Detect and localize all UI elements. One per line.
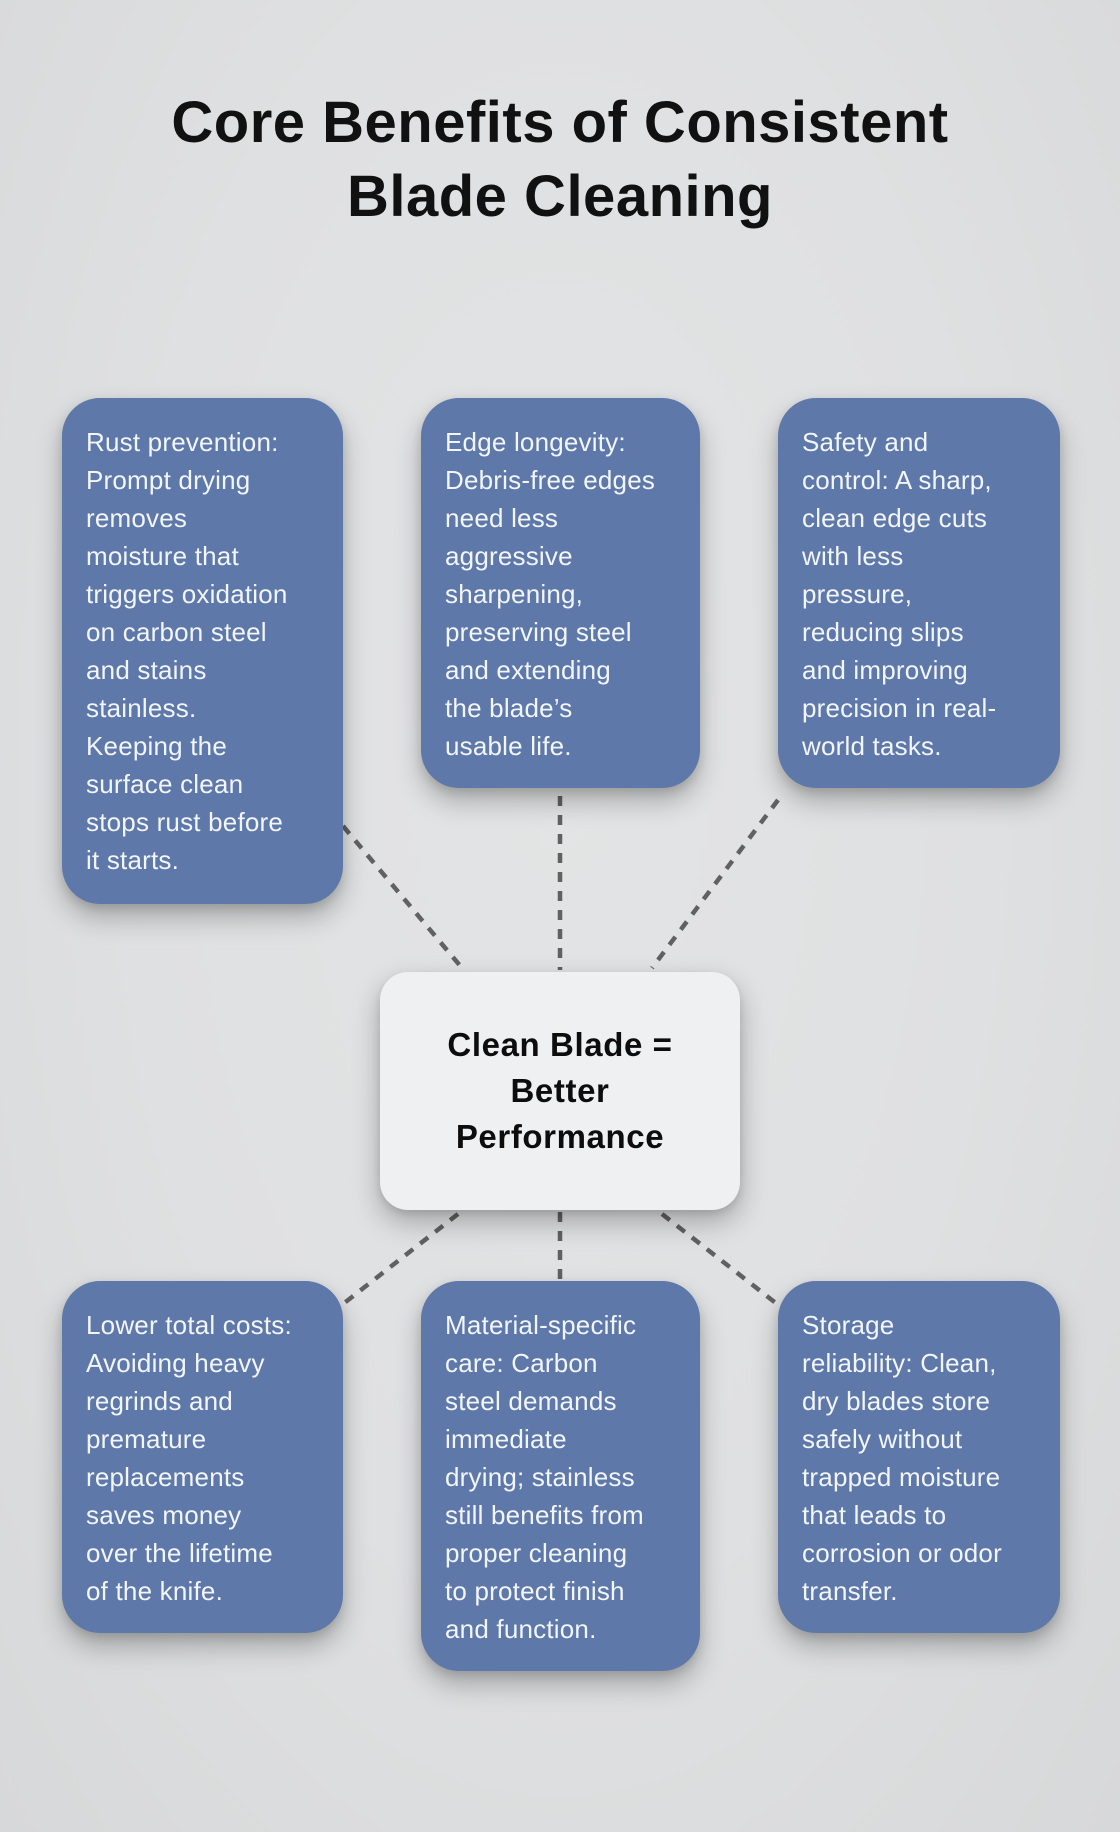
benefit-card-edge-longevity: Edge longevity: Debris-free edges need l…	[421, 398, 700, 788]
connector-top-left	[341, 824, 464, 970]
benefit-text-edge-longevity: Edge longevity: Debris-free edges need l…	[445, 427, 656, 761]
benefit-card-storage-reliability: Storage reliability: Clean, dry blades s…	[778, 1281, 1060, 1633]
benefit-card-lower-total-costs: Lower total costs: Avoiding heavy regrin…	[62, 1281, 343, 1633]
benefit-text-rust-prevention: Rust prevention: Prompt drying removes m…	[86, 427, 288, 875]
page-title: Core Benefits of Consistent Blade Cleani…	[171, 90, 949, 229]
benefit-card-safety-and-control: Safety and control: A sharp, clean edge …	[778, 398, 1060, 788]
benefit-text-lower-total-costs: Lower total costs: Avoiding heavy regrin…	[86, 1310, 292, 1606]
central-node-label: Clean Blade = Better Performance	[447, 1026, 673, 1155]
benefit-text-safety-and-control: Safety and control: A sharp, clean edge …	[802, 427, 997, 761]
benefit-card-rust-prevention: Rust prevention: Prompt drying removes m…	[62, 398, 343, 904]
central-node: Clean Blade = Better Performance	[380, 972, 740, 1210]
benefit-text-storage-reliability: Storage reliability: Clean, dry blades s…	[802, 1310, 1002, 1606]
connector-top-right	[650, 798, 780, 970]
benefit-card-material-specific-care: Material-specific care: Carbon steel dem…	[421, 1281, 700, 1671]
benefit-text-material-specific-care: Material-specific care: Carbon steel dem…	[445, 1310, 644, 1644]
